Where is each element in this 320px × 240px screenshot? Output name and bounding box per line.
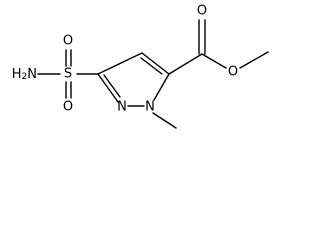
atom-n-ring-2: N: [117, 100, 127, 115]
bond-c3-n2: [97, 73, 119, 103]
atom-o-sulfonyl-top: O: [63, 34, 73, 49]
bond-c5-c4: [141, 52, 170, 75]
bond-c4-c3: [97, 52, 143, 75]
structural-formula: H2N S O O N N O O: [12, 4, 269, 129]
atom-o-alkoxy: O: [228, 65, 238, 80]
bond-o-methyl: [239, 51, 269, 69]
atom-nh2: H2N: [12, 67, 37, 83]
atom-o-carbonyl: O: [197, 4, 207, 19]
atom-n-ring-1: N: [145, 100, 155, 115]
bonds: [37, 19, 269, 129]
bond-c5-c4-inner: [140, 57, 163, 75]
bond-n1-methyl: [152, 112, 177, 129]
atom-s: S: [64, 67, 72, 82]
bond-c5-ccarbonyl: [168, 53, 203, 75]
atom-labels: H2N S O O N N O O: [12, 4, 238, 115]
atom-o-sulfonyl-bottom: O: [63, 100, 73, 115]
bond-c3-n2-inner: [103, 74, 121, 98]
bond-n1-c5: [153, 73, 170, 101]
bond-c-o-single: [201, 53, 227, 69]
